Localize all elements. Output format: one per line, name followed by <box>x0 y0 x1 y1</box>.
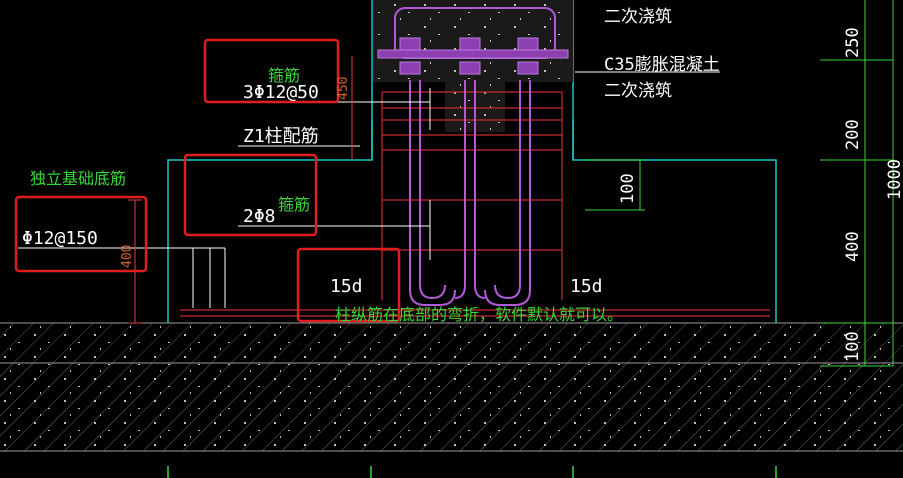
stirrup-lines <box>180 91 770 317</box>
dim-1000: 1000 <box>885 159 903 200</box>
label-mid-rebar: 2Φ8 <box>243 206 276 227</box>
highlight-box-bottom <box>296 247 401 323</box>
dim-400: 400 <box>843 231 863 262</box>
highlight-box-top <box>203 38 340 104</box>
soil-layer <box>0 322 903 452</box>
note-stirrup-mid: 箍筋 <box>278 195 310 214</box>
dimension-left <box>128 56 353 324</box>
anchor-bolts <box>394 7 556 306</box>
label-bend-left: 15d <box>330 276 363 297</box>
label-c35-concrete: C35膨胀混凝土 <box>604 55 720 75</box>
dim-200: 200 <box>843 119 863 150</box>
label-bend-right: 15d <box>570 276 603 297</box>
note-isolated-footing: 独立基础底筋 <box>30 169 126 188</box>
dimension-chain-right <box>585 0 894 367</box>
label-secondary-pour-1: 二次浇筑 <box>604 7 672 27</box>
label-z1-rebar: Z1柱配筋 <box>243 126 319 147</box>
dim-250: 250 <box>843 27 863 58</box>
note-stirrup-top: 箍筋 <box>268 66 300 85</box>
base-plate <box>377 37 569 75</box>
dim-400-left: 400 <box>120 245 135 268</box>
highlight-box-mid <box>183 153 318 237</box>
dim-450: 450 <box>336 77 351 100</box>
highlight-boxes <box>14 38 401 323</box>
label-footing-rebar: Φ12@150 <box>22 228 98 249</box>
label-secondary-pour-2: 二次浇筑 <box>604 81 672 101</box>
dim-100-bottom: 100 <box>843 331 863 362</box>
dim-100-inner: 100 <box>618 173 638 204</box>
axis-ticks <box>167 466 777 478</box>
note-bottom-bend: 柱纵筋在底部的弯折，软件默认就可以。 <box>335 305 623 324</box>
highlight-box-left <box>14 195 148 273</box>
label-top-rebar: 3Φ12@50 <box>243 82 319 103</box>
left-rebars <box>18 247 226 308</box>
